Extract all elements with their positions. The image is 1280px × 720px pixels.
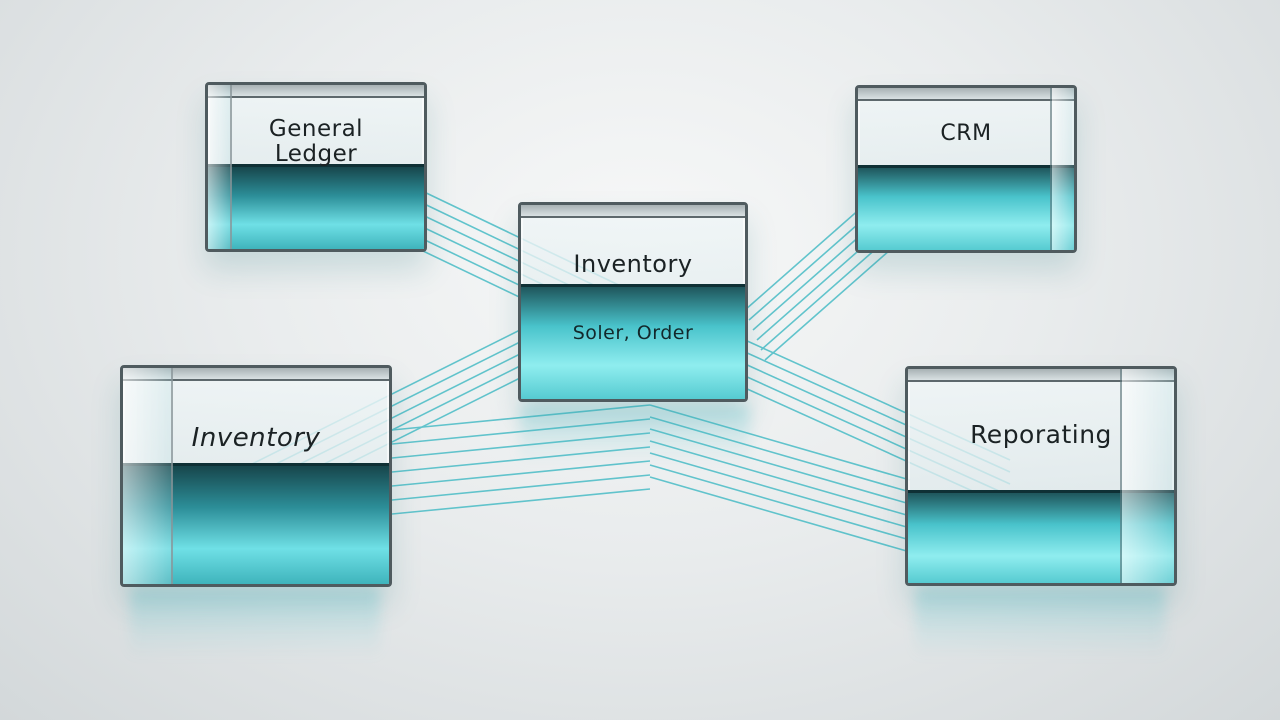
connector-line bbox=[748, 209, 875, 321]
module-glass-edge bbox=[208, 85, 232, 249]
module-general-ledger[interactable]: General Ledger bbox=[205, 82, 427, 252]
connector-line bbox=[391, 418, 651, 445]
module-top-face bbox=[858, 88, 1074, 101]
connector-line bbox=[649, 428, 911, 505]
connector-line bbox=[391, 474, 651, 501]
connector-line bbox=[649, 440, 911, 517]
connector-line bbox=[760, 239, 887, 351]
module-title: Inventory bbox=[573, 250, 693, 278]
connector-line bbox=[391, 488, 651, 515]
module-inventory-center[interactable]: Inventory Soler, Order bbox=[518, 202, 748, 402]
module-liquid bbox=[521, 284, 745, 399]
connector-line bbox=[391, 446, 651, 473]
module-inventory-left[interactable]: Inventory bbox=[120, 365, 392, 587]
module-crm[interactable]: CRM bbox=[855, 85, 1077, 253]
connector-line bbox=[649, 464, 911, 541]
reflection-left bbox=[130, 588, 380, 658]
connector-line bbox=[649, 404, 911, 481]
module-glass-edge bbox=[123, 368, 173, 584]
connector-line bbox=[391, 432, 651, 459]
module-liquid bbox=[858, 165, 1074, 250]
module-label-line2: Ledger bbox=[274, 141, 358, 168]
connector-line bbox=[764, 249, 891, 361]
connector-line bbox=[649, 476, 911, 553]
module-subtitle: Soler, Order bbox=[572, 322, 694, 344]
reflection-right bbox=[915, 588, 1165, 658]
module-top-face bbox=[208, 85, 424, 98]
module-top-face bbox=[908, 369, 1174, 382]
reflection-center bbox=[520, 405, 750, 465]
module-liquid bbox=[208, 164, 424, 249]
connector-line bbox=[649, 452, 911, 529]
module-top-face bbox=[123, 368, 389, 381]
connector-line bbox=[391, 460, 651, 487]
module-top-face bbox=[521, 205, 745, 218]
module-label: Reporating bbox=[970, 420, 1112, 449]
connector-line bbox=[649, 416, 911, 493]
module-glass-edge bbox=[1050, 88, 1074, 250]
connector-line bbox=[391, 404, 651, 431]
connector-line bbox=[744, 199, 871, 311]
module-label-line1: General bbox=[268, 116, 364, 142]
module-label: CRM bbox=[940, 121, 992, 146]
module-label: General Ledger bbox=[208, 116, 424, 168]
module-reporting[interactable]: Reporating bbox=[905, 366, 1177, 586]
module-glass-edge bbox=[1120, 369, 1174, 583]
module-label: Inventory bbox=[191, 423, 321, 453]
